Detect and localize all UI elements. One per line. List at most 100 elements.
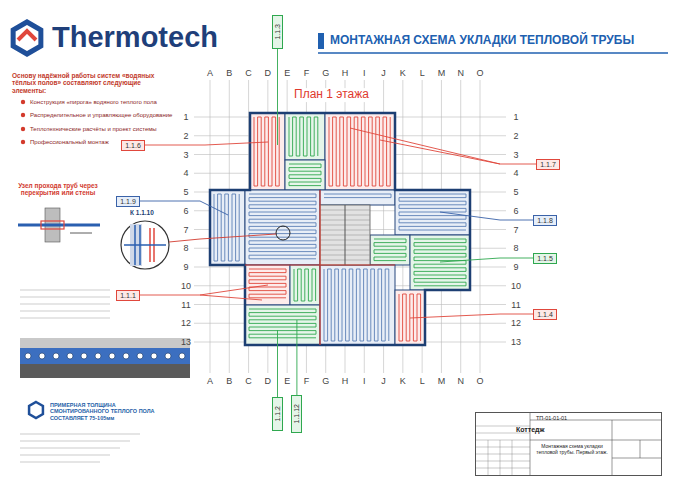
title-block-text: Коттедж — [516, 426, 545, 434]
floor-pipe-section — [165, 353, 171, 359]
spec-table-line — [20, 290, 110, 291]
title-block-line — [500, 440, 501, 476]
grid-axis-number: 4 — [513, 168, 518, 178]
bullet-item: Профессиональный монтаж — [30, 139, 109, 146]
room — [325, 113, 395, 190]
stairs — [320, 205, 370, 265]
grid-axis-letter: I — [363, 68, 366, 78]
callout-number: 1.1.2 — [274, 406, 281, 422]
grid-axis-letter: B — [226, 376, 232, 386]
inner-wall — [319, 190, 320, 345]
heating-pipe-loop — [324, 194, 391, 198]
detail-reference: К 1.1.10 — [128, 209, 156, 216]
grid-axis-letter: B — [226, 68, 232, 78]
leader-line — [440, 212, 533, 220]
room — [395, 190, 470, 235]
sleeve — [41, 221, 64, 229]
grid-axis-number: 3 — [513, 149, 518, 159]
intro-note: Основу надёжной работы систем «водяных т… — [12, 72, 162, 94]
stair-divider — [345, 205, 346, 265]
callout-box: 1.1.8 — [533, 215, 557, 226]
grid-axis-number: 11 — [511, 299, 520, 309]
grid-axis-number: 1 — [183, 112, 188, 122]
grid-axis-letter: M — [438, 376, 446, 386]
detail-caption: Узел прохода труб через перекрытия или с… — [16, 182, 100, 197]
bullet-item: Распределительное и управляющее оборудов… — [30, 112, 172, 119]
bullet-item: Конструкция «пирога» водяного теплого по… — [30, 99, 157, 106]
pipe-arrow — [70, 233, 92, 234]
spec-table-line — [20, 311, 110, 312]
heating-pipe-loop — [374, 239, 406, 261]
grid-axis-number: 7 — [513, 224, 518, 234]
callout-box: 1.1.1 — [116, 290, 140, 301]
grid-axis-letter: N — [457, 376, 464, 386]
detail-circle — [121, 221, 169, 269]
callout-box: 1.1.6 — [121, 140, 145, 151]
thickness-note: ПРИМЕРНАЯ ТОЛЩИНА СМОНТИРОВАННОГО ТЕПЛОГ… — [50, 402, 170, 421]
title-underline — [318, 52, 668, 54]
grid-axis-letter: H — [342, 376, 349, 386]
heating-pipe-loop — [249, 269, 286, 298]
title-block-line — [475, 461, 530, 462]
room — [320, 190, 395, 205]
title-block-line — [530, 412, 531, 476]
callout-number: 1.1.6 — [125, 142, 141, 149]
title-marker — [318, 33, 324, 49]
grid-axis-number: 1 — [513, 112, 518, 122]
floor-layer-screed — [20, 338, 190, 348]
leader-line — [277, 49, 278, 145]
floor-layer-slab — [20, 364, 190, 378]
small-logo — [29, 402, 43, 418]
grid-axis-number: 2 — [183, 131, 188, 141]
leader-line — [410, 314, 533, 318]
grid-axis-letter: L — [420, 68, 425, 78]
callout-box: 1.1.7 — [536, 159, 560, 170]
grid-axis-letter: G — [322, 68, 329, 78]
grid-axis-letter: F — [304, 376, 310, 386]
heating-pipe-loop — [414, 239, 466, 286]
floor-pipe-section — [137, 353, 143, 359]
note-line — [20, 448, 120, 449]
heating-pipe-loop — [249, 309, 316, 338]
callout-number: 1.1.1 — [120, 292, 136, 299]
callout-box: 1.1.12 — [291, 395, 302, 432]
title-block-text: ТП-01-01-01 — [536, 415, 567, 421]
grid-axis-number: 11 — [181, 299, 190, 309]
spec-table-line — [20, 297, 110, 298]
callout-box: 1.1.5 — [533, 253, 557, 264]
grid-axis-letter: A — [207, 376, 213, 386]
grid-axis-letter: O — [476, 376, 483, 386]
heating-pipe-loop — [329, 117, 390, 186]
title-block-line — [530, 440, 662, 441]
grid-axis-number: 10 — [181, 281, 191, 291]
grid-axis-letter: J — [381, 68, 386, 78]
grid-axis-letter: D — [265, 376, 272, 386]
heating-pipe-loop — [324, 269, 389, 341]
grid-axis-number: 9 — [183, 262, 188, 272]
pipe — [18, 224, 100, 227]
callout-number: 1.1.5 — [537, 255, 553, 262]
title-block-line — [475, 468, 530, 469]
grid-axis-letter: G — [322, 376, 329, 386]
grid-axis-letter: H — [342, 68, 349, 78]
floor-pipe-section — [123, 353, 129, 359]
diagram-title: МОНТАЖНАЯ СХЕМА УКЛАДКИ ТЕПЛОВОЙ ТРУБЫ — [330, 34, 634, 48]
callout-box: 1.1.9 — [116, 196, 140, 207]
logo-hexagon — [13, 22, 41, 54]
heating-pipe-loop — [294, 269, 316, 301]
leader-line — [350, 128, 500, 164]
grid-axis-number: 8 — [513, 243, 518, 253]
title-block-line — [475, 454, 530, 455]
grid-axis-letter: L — [420, 376, 425, 386]
bullet-dot — [21, 140, 25, 144]
title-block-line — [512, 440, 513, 476]
title-block-line — [612, 420, 613, 476]
floor-pipe-section — [81, 353, 87, 359]
grid-axis-letter: K — [400, 68, 406, 78]
grid-axis-number: 12 — [181, 318, 191, 328]
grid-axis-number: 9 — [513, 262, 518, 272]
grid-axis-number: 8 — [183, 243, 188, 253]
grid-axis-letter: E — [284, 68, 290, 78]
grid-axis-number: 7 — [183, 224, 188, 234]
